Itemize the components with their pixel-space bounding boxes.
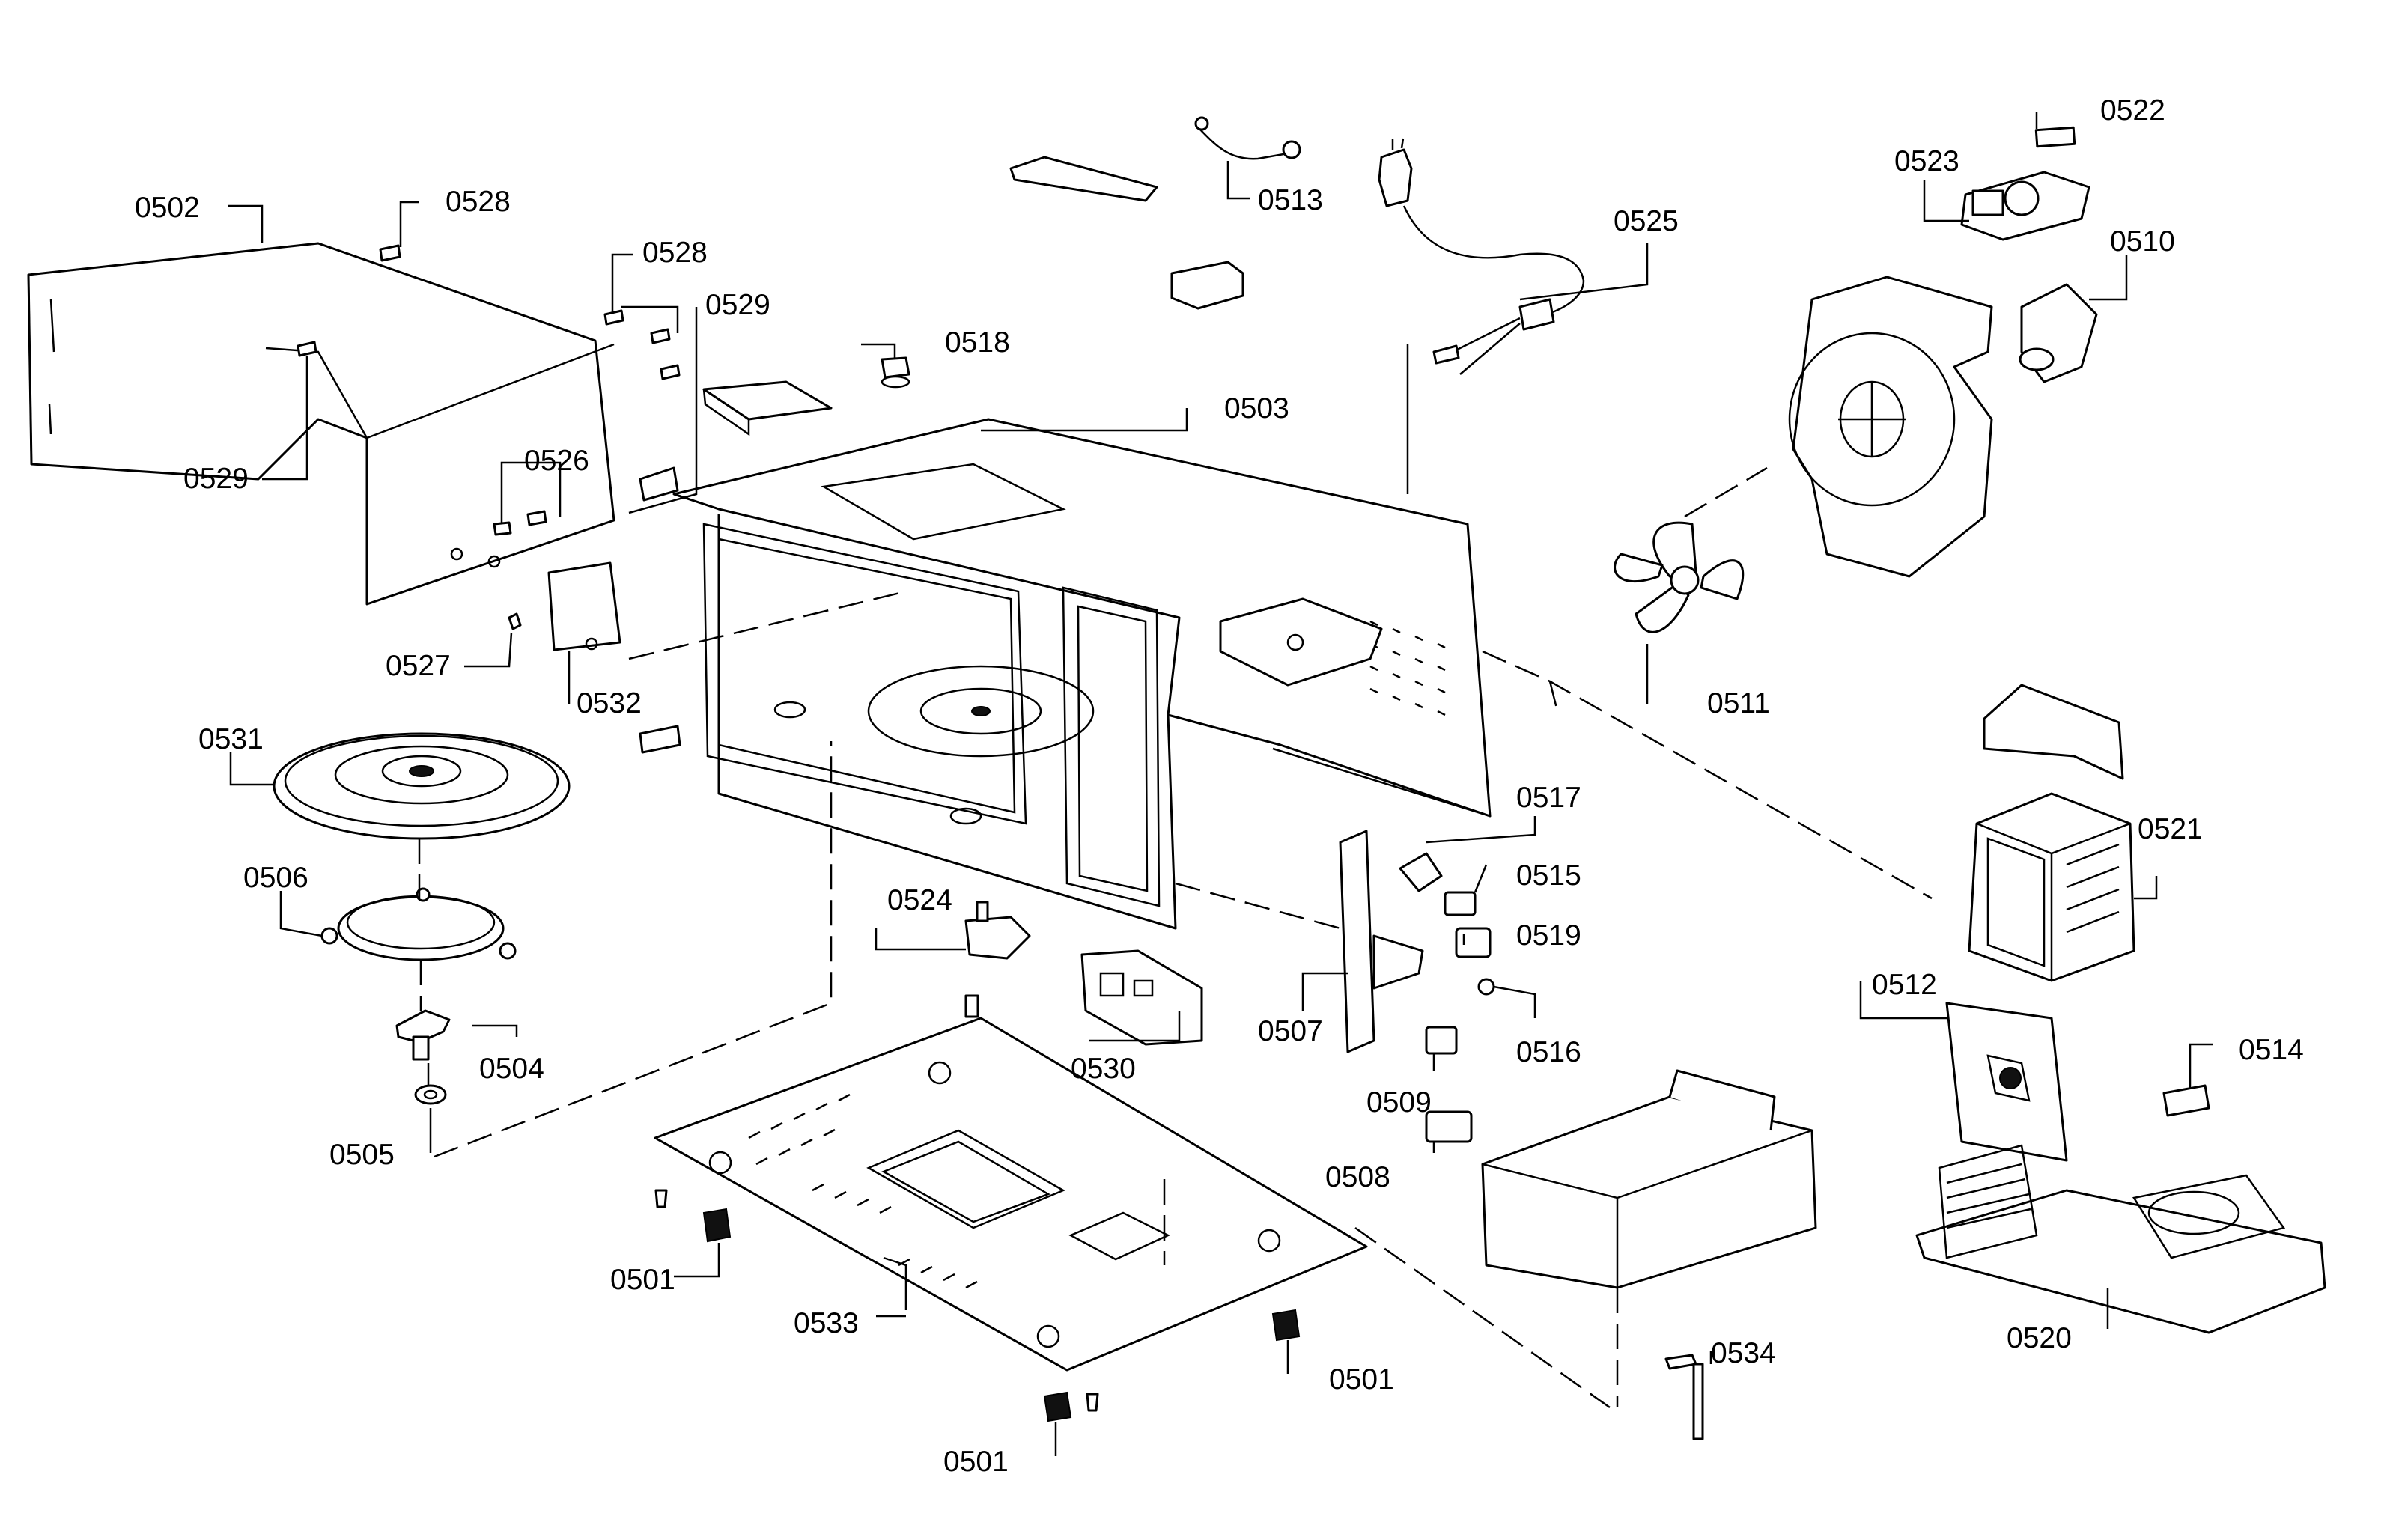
cover-part — [508, 561, 621, 651]
label-diode: 0514 — [2239, 1034, 2304, 1066]
diode-part — [2162, 1084, 2210, 1117]
base-plate-part — [654, 1017, 1368, 1372]
turntable-part — [273, 732, 571, 840]
lamp-socket-part — [881, 356, 910, 389]
label-fan-blade: 0511 — [1707, 687, 1770, 719]
label-clip: 0527 — [386, 650, 451, 682]
label-inverter: 0520 — [2007, 1322, 2072, 1354]
label-screw-side-left: 0529 — [183, 463, 249, 495]
capacitor-bracket-part — [1945, 1002, 2068, 1162]
leader-lines — [228, 112, 2213, 1456]
base-plate-slots — [748, 1093, 978, 1289]
label-coupler: 0504 — [479, 1053, 544, 1085]
label-screw-right: 0528 — [642, 237, 708, 269]
label-base-plate: 0533 — [794, 1307, 859, 1339]
label-bracket-bottom: 0534 — [1711, 1337, 1776, 1369]
label-switch-e: 0508 — [1325, 1161, 1390, 1193]
inverter-part — [1915, 1144, 2326, 1334]
label-turntable: 0531 — [198, 723, 264, 755]
label-screw-side-right: 0529 — [705, 289, 770, 321]
base-screws-part — [654, 1189, 1099, 1412]
label-thermal-wire: 0513 — [1258, 184, 1323, 216]
bottom-bracket-part — [1664, 1354, 1704, 1440]
label-foot-left: 0501 — [610, 1264, 675, 1296]
label-bracket: 0530 — [1071, 1053, 1136, 1085]
bracket-part — [1080, 949, 1203, 1046]
label-washer: 0505 — [329, 1139, 395, 1171]
part-labels: 0502 0528 0528 0529 0529 0526 0527 0532 … — [135, 94, 2304, 1478]
screws-part — [297, 244, 681, 536]
latch-board-part — [1339, 830, 1443, 1053]
label-foot-bottom: 0501 — [943, 1446, 1009, 1478]
noise-filter-part — [1960, 171, 2090, 241]
label-lamp-socket: 0518 — [945, 326, 1010, 359]
fuse-part — [2034, 126, 2076, 148]
label-roller-ring: 0506 — [243, 862, 308, 894]
label-foot-right: 0501 — [1329, 1363, 1394, 1396]
fan-housing-part — [1788, 276, 2098, 578]
body-part — [639, 418, 1492, 930]
cabinet-part — [27, 242, 615, 606]
label-body: 0503 — [1224, 392, 1289, 424]
transformer-part — [1968, 792, 2135, 982]
power-cord-part — [1378, 138, 1585, 375]
label-switch-b: 0519 — [1516, 919, 1581, 952]
label-screw-top: 0528 — [446, 186, 511, 218]
label-noise-filter: 0523 — [1894, 145, 1959, 177]
roller-ring-part — [320, 887, 517, 961]
top-bracket-part — [702, 380, 833, 436]
coupler-part — [395, 1009, 451, 1105]
label-screw-pair: 0526 — [524, 445, 589, 477]
label-latch-arm: 0517 — [1516, 782, 1581, 814]
label-cabinet: 0502 — [135, 192, 200, 224]
label-transformer: 0521 — [2138, 813, 2203, 845]
label-cover: 0532 — [577, 687, 642, 719]
label-switch-c: 0516 — [1516, 1036, 1581, 1068]
label-power-cord: 0525 — [1614, 205, 1679, 237]
feet-part — [702, 1208, 1301, 1422]
fan-blade-part — [1614, 521, 1745, 633]
assembly-lines — [418, 466, 1933, 1409]
turntable-motor-part — [964, 901, 1031, 1018]
shield-bracket-part — [1983, 684, 2124, 780]
label-fan-motor: 0510 — [2110, 225, 2175, 258]
label-capacitor-bracket: 0512 — [1872, 969, 1937, 1001]
label-turntable-motor: 0524 — [887, 884, 952, 916]
switches-part — [1425, 891, 1495, 1143]
label-latch-board: 0507 — [1258, 1015, 1323, 1047]
label-switch-a: 0515 — [1516, 859, 1581, 892]
top-parts — [1009, 116, 1301, 310]
label-fuse: 0522 — [2100, 94, 2165, 127]
shield-cover-part — [1481, 1069, 1817, 1289]
label-switch-d: 0509 — [1366, 1086, 1432, 1119]
